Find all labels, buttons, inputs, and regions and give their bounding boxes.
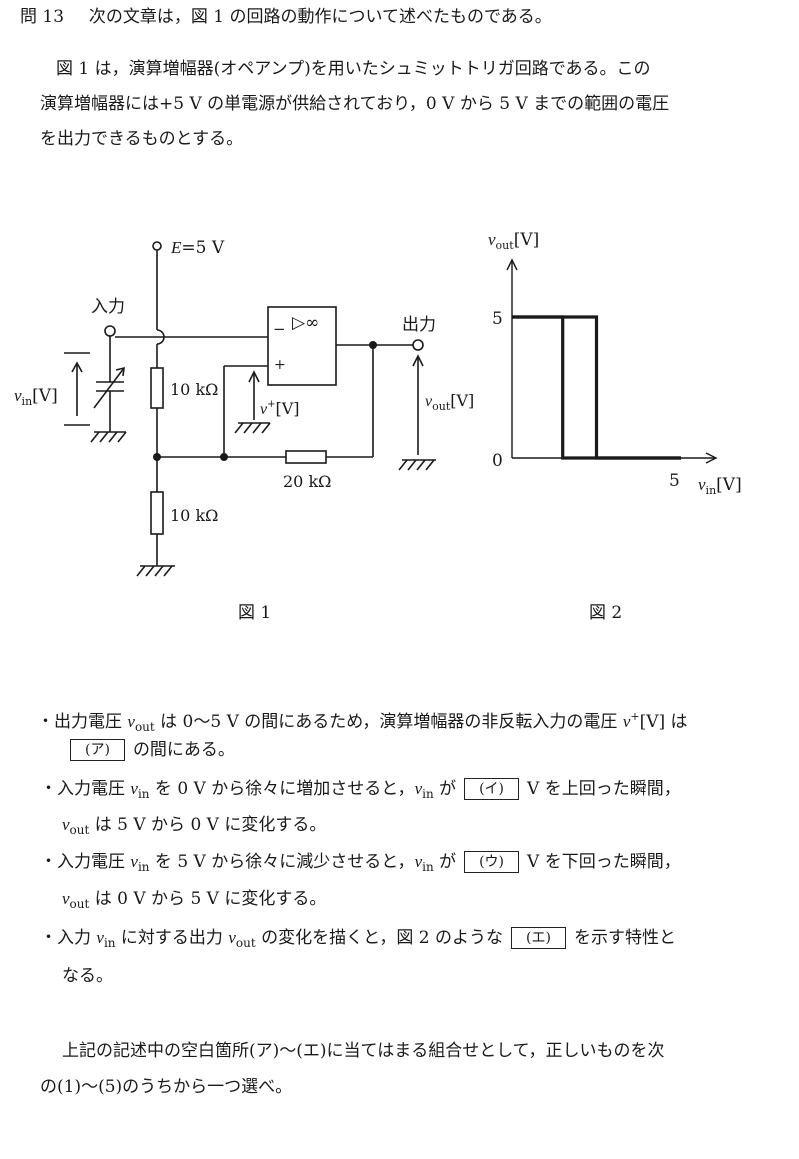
paragraph-line-2: 演算増幅器には+5 V の単電源が供給されており，0 V から 5 V までの範… <box>40 94 670 114</box>
y-tick-high: 5 <box>492 309 503 329</box>
bullet-1-text-c: [V] は <box>639 712 688 732</box>
bullet-3-text-d: V を下回った瞬間， <box>527 852 681 872</box>
blank-u-box: (ウ) <box>464 851 520 873</box>
vout-subscript: out <box>235 936 256 950</box>
bullet-4-line-1: ・入力 vin に対する出力 vout の変化を描くと，図 2 のような(エ)を… <box>40 927 676 954</box>
bullet-4-line-2: なる。 <box>62 966 113 986</box>
vout-subscript: out <box>69 897 90 911</box>
bullet-2-text-d: V を上回った瞬間， <box>527 779 681 799</box>
bullet-2-text-c: が <box>433 779 457 799</box>
vout-symbol: v <box>62 815 70 834</box>
bullet-3-text-a: ・入力電圧 <box>40 852 131 872</box>
bullet-3-text-b: を 5 V から徐々に減少させると， <box>149 852 415 872</box>
question-header: 問 13 次の文章は，図 1 の回路の動作について述べたものである。 <box>20 6 552 28</box>
resistor-bottom-label: 10 kΩ <box>170 506 218 525</box>
vout-symbol: v <box>228 928 236 947</box>
bullet-1-text-a: ・出力電圧 <box>37 712 128 732</box>
resistor-top-label: 10 kΩ <box>170 380 218 399</box>
bullet-2-line-2: vout は 5 V から 0 V に変化する。 <box>62 814 326 841</box>
x-tick: 5 <box>669 471 680 491</box>
opamp-symbol: ▷∞ <box>292 313 319 333</box>
supply-label: E=5 V <box>170 238 225 258</box>
bullet-2-text-e: は 5 V から 0 V に変化する。 <box>89 815 327 835</box>
x-axis-label: vin[V] <box>698 475 742 497</box>
junction-dot <box>220 453 228 461</box>
vin-symbol: v <box>414 779 423 798</box>
question-lead: 次の文章は，図 1 の回路の動作について述べたものである。 <box>88 7 552 27</box>
vin-subscript: in <box>422 787 434 801</box>
output-label: 出力 <box>402 315 436 335</box>
footer-line-1: 上記の記述中の空白箇所(ア)〜(エ)に当てはまる組合せとして，正しいものを次 <box>62 1041 665 1061</box>
bullet-4-text-a: ・入力 <box>40 928 97 948</box>
vplus-superscript: + <box>630 710 640 723</box>
opamp-minus: − <box>273 320 286 338</box>
bullet-4-text-d: を示す特性と <box>573 928 676 948</box>
bullet-3-line-2: vout は 0 V から 5 V に変化する。 <box>62 888 326 915</box>
hysteresis-chart: vout[V] 5 0 5 vin[V] 図 2 <box>488 230 742 623</box>
question-number: 問 13 <box>20 7 65 27</box>
vout-label: vout[V] <box>425 391 474 413</box>
bullet-3-text-e: は 0 V から 5 V に変化する。 <box>89 889 327 909</box>
hysteresis-series-2 <box>512 315 681 460</box>
bullet-2-line-1: ・入力電圧 vin を 0 V から徐々に増加させると，vin が(イ)V を上… <box>40 778 681 805</box>
junction-dot <box>369 341 377 349</box>
bullet-3-line-1: ・入力電圧 vin を 5 V から徐々に減少させると，vin が(ウ)V を下… <box>40 851 681 878</box>
blank-e-box: (エ) <box>511 927 566 949</box>
vin-symbol: v <box>96 928 104 947</box>
junction-dot <box>153 453 161 461</box>
hysteresis-series-1 <box>512 315 681 460</box>
vout-subscript: out <box>69 823 90 837</box>
figure1-caption: 図 1 <box>238 603 271 623</box>
bullet-4-text-b: に対する出力 <box>115 928 229 948</box>
bullet-1-line-1: ・出力電圧 vout は 0〜5 V の間にあるため，演算増幅器の非反転入力の電… <box>37 706 688 738</box>
vplus-symbol: v <box>622 712 631 731</box>
vin-subscript: in <box>137 860 150 874</box>
vin-subscript: in <box>103 936 116 950</box>
input-label: 入力 <box>91 297 125 317</box>
bullet-1-text-b: は 0〜5 V の間にあるため，演算増幅器の非反転入力の電圧 <box>154 712 623 732</box>
vout-subscript: out <box>134 720 155 734</box>
y-axis-label: vout[V] <box>488 230 539 252</box>
bullet-1-line-2: (ア) の間にある。 <box>70 739 235 761</box>
vout-symbol: v <box>127 712 135 731</box>
vin-label: vin[V] <box>14 386 58 408</box>
vin-symbol: v <box>414 852 423 871</box>
circuit-diagram: E=5 V 入力 出力 vin[V] 10 kΩ 10 kΩ 20 kΩ v+[… <box>14 238 474 623</box>
vin-subscript: in <box>137 787 150 801</box>
bullet-2-text-b: を 0 V から徐々に増加させると， <box>149 779 415 799</box>
vin-subscript: in <box>422 860 434 874</box>
vplus-label: v+[V] <box>260 399 300 418</box>
resistor-feedback-label: 20 kΩ <box>283 472 331 491</box>
blank-i-box: (イ) <box>464 778 520 800</box>
paragraph-line-3: を出力できるものとする。 <box>40 129 244 149</box>
opamp-plus: + <box>274 357 286 373</box>
bullet-2-text-a: ・入力電圧 <box>40 779 131 799</box>
figure2-caption: 図 2 <box>589 603 622 623</box>
blank-a-box: (ア) <box>70 739 125 761</box>
y-tick-zero: 0 <box>492 451 503 471</box>
vin-symbol: v <box>130 779 138 798</box>
vin-symbol: v <box>130 852 138 871</box>
bullet-3-text-c: が <box>433 852 457 872</box>
vout-symbol: v <box>62 889 70 908</box>
paragraph-line-1: 図 1 は，演算増幅器(オペアンプ)を用いたシュミットトリガ回路である。この <box>56 59 651 79</box>
bullet-4-text-c: の変化を描くと，図 2 のような <box>255 928 504 948</box>
bullet-1-text-d: の間にある。 <box>132 740 235 760</box>
footer-line-2: の(1)〜(5)のうちから一つ選べ。 <box>40 1077 293 1097</box>
